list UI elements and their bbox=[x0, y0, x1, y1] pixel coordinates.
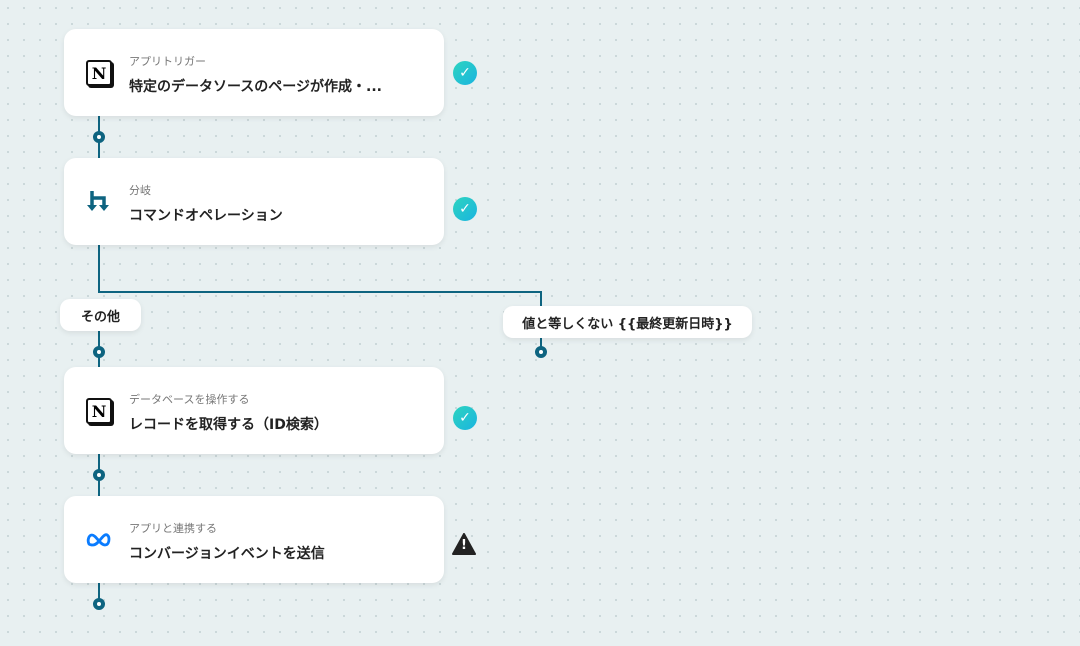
step-card-branch[interactable]: 分岐 コマンドオペレーション bbox=[64, 158, 444, 245]
add-step-button[interactable] bbox=[93, 346, 105, 358]
step-type: 分岐 bbox=[129, 184, 151, 197]
branch-label-condition[interactable]: 値と等しくない {{最終更新日時}} bbox=[503, 306, 752, 338]
branch-label-other[interactable]: その他 bbox=[60, 299, 141, 331]
check-icon: ✓ bbox=[453, 197, 477, 221]
step-title: 特定のデータソースのページが作成・... bbox=[129, 79, 382, 95]
branch-icon bbox=[84, 188, 114, 216]
check-icon: ✓ bbox=[453, 61, 477, 85]
step-title: コマンドオペレーション bbox=[129, 208, 283, 224]
connector-line bbox=[98, 583, 100, 599]
meta-icon bbox=[84, 526, 114, 554]
add-step-button[interactable] bbox=[93, 598, 105, 610]
step-title: レコードを取得する（ID検索） bbox=[129, 417, 328, 433]
add-step-button[interactable] bbox=[535, 346, 547, 358]
step-title: コンバージョンイベントを送信 bbox=[129, 546, 325, 562]
check-icon: ✓ bbox=[453, 406, 477, 430]
step-type: アプリと連携する bbox=[129, 522, 217, 535]
add-step-button[interactable] bbox=[93, 469, 105, 481]
add-step-button[interactable] bbox=[93, 131, 105, 143]
notion-icon: N bbox=[84, 397, 114, 425]
branch-line bbox=[540, 291, 542, 307]
warning-icon: ! bbox=[452, 533, 476, 555]
step-type: データベースを操作する bbox=[129, 393, 250, 406]
notion-icon: N bbox=[84, 59, 114, 87]
branch-line bbox=[98, 291, 542, 293]
connector-line bbox=[98, 245, 100, 293]
step-card-conversion[interactable]: アプリと連携する コンバージョンイベントを送信 bbox=[64, 496, 444, 583]
step-type: アプリトリガー bbox=[129, 55, 206, 68]
step-card-trigger[interactable]: N アプリトリガー 特定のデータソースのページが作成・... bbox=[64, 29, 444, 116]
connector-line bbox=[540, 337, 542, 349]
step-card-get-record[interactable]: N データベースを操作する レコードを取得する（ID検索） bbox=[64, 367, 444, 454]
